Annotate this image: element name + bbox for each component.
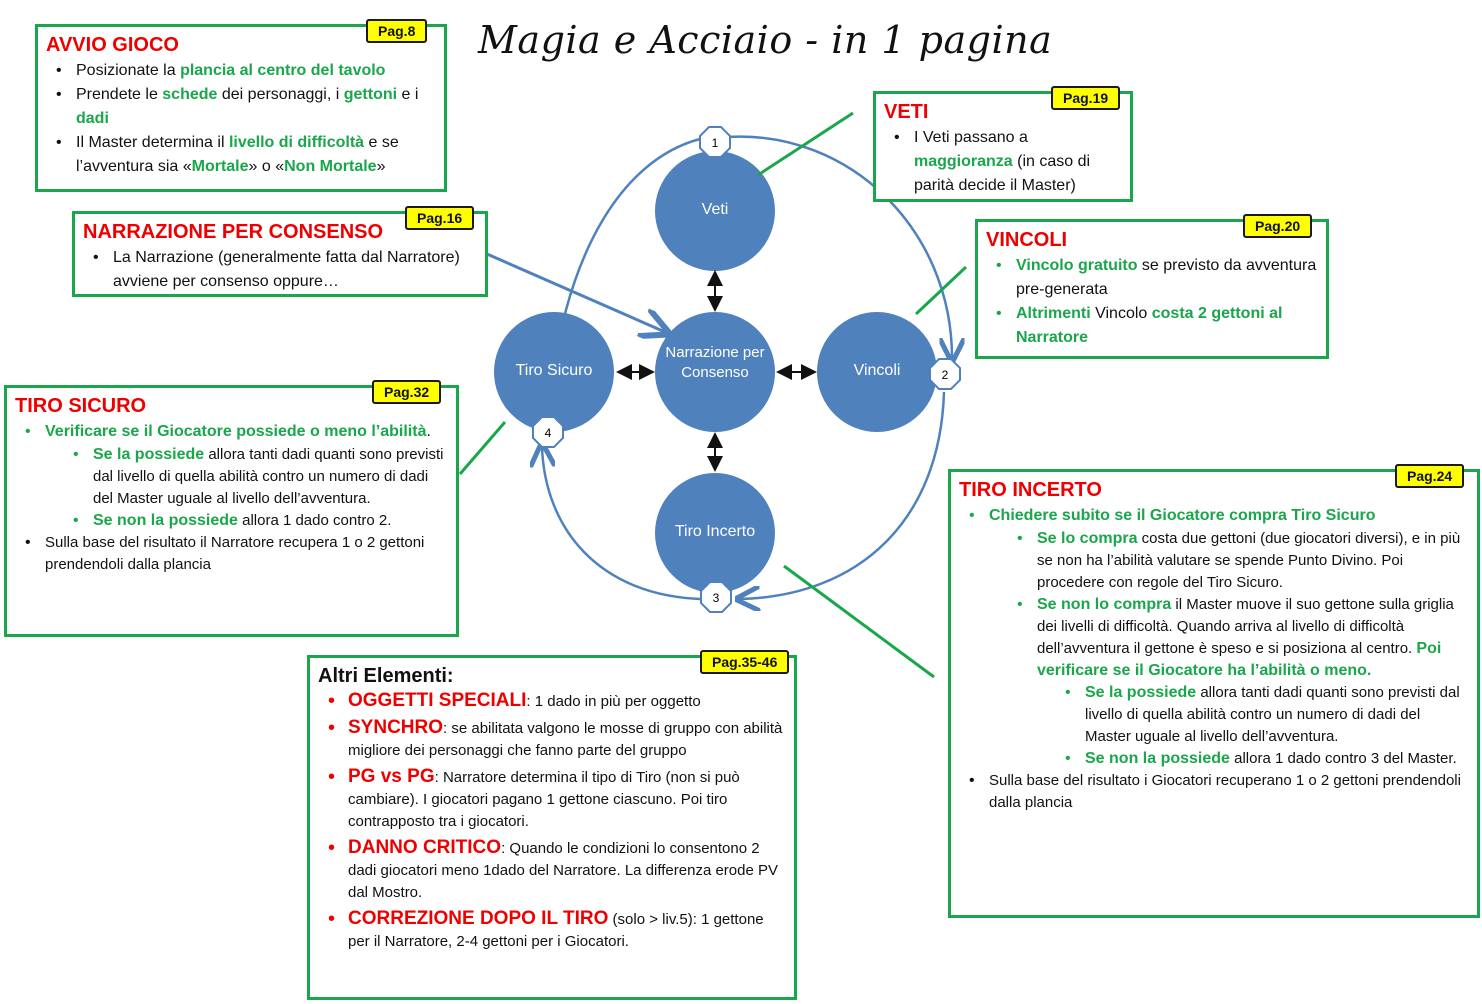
box-tiro-incerto: Pag.24 TIRO INCERTO Chiedere subito se i… — [948, 464, 1480, 918]
svg-text:2: 2 — [942, 368, 949, 382]
circle-narrazione — [655, 312, 775, 432]
list-item: Se non la possiede allora 1 dado contro … — [959, 748, 1469, 770]
list-item: OGGETTI SPECIALI: 1 dado in più per ogge… — [318, 690, 786, 713]
box-vincoli: Pag.20 VINCOLI Vincolo gratuito se previ… — [975, 214, 1329, 359]
connector-tiro-incerto — [783, 564, 935, 679]
page-ref-badge: Pag.16 — [405, 206, 475, 230]
list-item: Chiedere subito se il Giocatore compra T… — [959, 504, 1469, 528]
list-item: Sulla base del risultato il Narratore re… — [15, 532, 448, 576]
page-ref-badge: Pag.32 — [372, 380, 442, 404]
badge-4: 4 — [532, 416, 564, 448]
list-item: Posizionate la plancia al centro del tav… — [46, 59, 436, 83]
list-item: Il Master determina il livello di diffic… — [46, 131, 436, 179]
cycle-arc-2-3 — [740, 391, 946, 599]
svg-text:3: 3 — [713, 591, 720, 605]
circle-tiro-incerto — [655, 473, 775, 593]
svg-text:4: 4 — [545, 426, 552, 440]
circle-tiro-incerto-label: Tiro Incerto — [674, 523, 756, 540]
connector-vincoli — [914, 265, 968, 316]
cycle-arc-3-4 — [542, 447, 701, 601]
circle-tiro-sicuro-label: Tiro Sicuro — [515, 362, 593, 379]
list-item: Se non la possiede allora 1 dado contro … — [15, 510, 448, 532]
circle-veti-label: Veti — [701, 201, 729, 218]
list-item: CORREZIONE DOPO IL TIRO (solo > liv.5): … — [318, 908, 786, 953]
list-item: Altrimenti Vincolo costa 2 gettoni al Na… — [986, 302, 1318, 350]
box-tiro-sicuro: Pag.32 TIRO SICURO Verificare se il Gioc… — [4, 380, 459, 637]
list-item: La Narrazione (generalmente fatta dal Na… — [83, 246, 477, 294]
box-title: VETI — [884, 101, 929, 123]
circle-vincoli-label: Vincoli — [853, 362, 901, 379]
narrazione-pointer-arrow — [486, 252, 665, 332]
box-title: VINCOLI — [986, 229, 1068, 251]
badge-2: 2 — [929, 358, 961, 390]
box-veti: Pag.19 VETI I Veti passano a maggioranza… — [873, 86, 1133, 202]
list-item: Se non lo compra il Master muove il suo … — [959, 594, 1469, 682]
list-item: Prendete le schede dei personaggi, i get… — [46, 83, 436, 131]
page-ref-badge: Pag.35-46 — [700, 650, 790, 674]
box-title: TIRO INCERTO — [959, 479, 1102, 501]
list-item: Se la possiede allora tanti dadi quanti … — [15, 444, 448, 510]
box-title: NARRAZIONE PER CONSENSO — [83, 221, 384, 243]
badge-1: 1 — [699, 126, 731, 158]
box-title: TIRO SICURO — [15, 395, 147, 417]
circle-vincoli — [817, 312, 937, 432]
list-item: SYNCHRO: se abilitata valgono le mosse d… — [318, 717, 786, 762]
circle-tiro-sicuro — [494, 312, 614, 432]
box-altri-elementi: Pag.35-46 Altri Elementi: OGGETTI SPECIA… — [307, 650, 797, 1000]
list-item: Vincolo gratuito se previsto da avventur… — [986, 254, 1318, 302]
box-title: AVVIO GIOCO — [46, 34, 179, 56]
page-ref-badge: Pag.20 — [1243, 214, 1313, 238]
badge-3: 3 — [700, 581, 732, 613]
box-avvio-gioco: Pag.8 AVVIO GIOCO Posizionate la plancia… — [35, 19, 447, 192]
svg-text:1: 1 — [712, 136, 719, 150]
box-narrazione-per-consenso: Pag.16 NARRAZIONE PER CONSENSO La Narraz… — [72, 206, 488, 297]
list-item: I Veti passano a maggioranza (in caso di… — [884, 126, 1122, 198]
circle-veti — [655, 151, 775, 271]
list-item: Verificare se il Giocatore possiede o me… — [15, 420, 448, 444]
connector-tiro-sicuro — [458, 421, 507, 475]
page-ref-badge: Pag.24 — [1395, 464, 1465, 488]
connector-veti — [757, 111, 854, 177]
box-title: Altri Elementi: — [318, 665, 454, 687]
page-title: Magia e Acciaio - in 1 pagina — [478, 18, 1053, 62]
page-ref-badge: Pag.19 — [1051, 86, 1121, 110]
list-item: DANNO CRITICO: Quando le condizioni lo c… — [318, 837, 786, 904]
page-ref-badge: Pag.8 — [366, 19, 428, 43]
list-item: Sulla base del risultato i Giocatori rec… — [959, 770, 1469, 814]
list-item: Se la possiede allora tanti dadi quanti … — [959, 682, 1469, 748]
list-item: PG vs PG: Narratore determina il tipo di… — [318, 766, 786, 833]
list-item: Se lo compra costa due gettoni (due gioc… — [959, 528, 1469, 594]
circle-narrazione-label: Narrazione per Consenso — [665, 344, 765, 381]
